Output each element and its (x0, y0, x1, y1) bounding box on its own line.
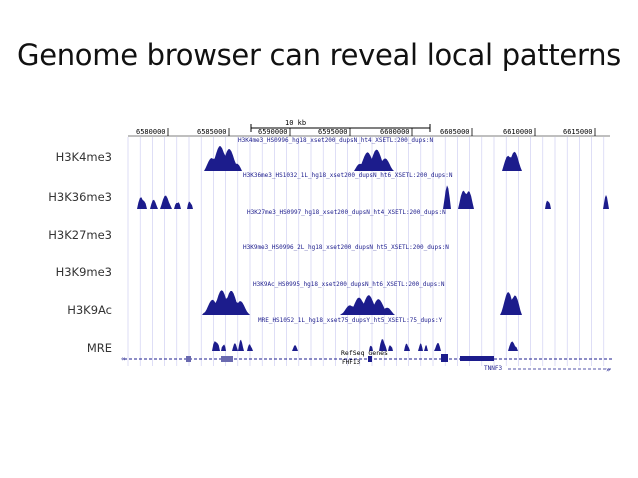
ruler-tick-label: 6600000 (380, 128, 410, 136)
track-caption: H3K9Ac_HS0995_hg18_xset200_dupsN_ht6_XSE… (253, 281, 445, 288)
signal-peak (202, 290, 250, 315)
signal-peak (502, 151, 522, 171)
signal-peak (160, 195, 172, 209)
track-caption: MRE_HS1052_1L_hg18_xset75_dupsY_ht5_XSET… (258, 317, 443, 324)
ruler-tick-label: 6595000 (318, 128, 348, 136)
signal-peak (388, 345, 393, 351)
signal-peak (340, 295, 395, 315)
signal-peak (404, 343, 410, 351)
signal-peak (221, 344, 226, 351)
signal-peak (238, 339, 244, 351)
signal-peak (434, 343, 441, 351)
signal-peak (500, 292, 522, 315)
track-label-h3k36me3: H3K36me3 (48, 190, 112, 204)
ruler-tick-label: 6615000 (563, 128, 593, 136)
scale-label: 10 kb (285, 119, 306, 127)
track-label-h3k27me3: H3K27me3 (48, 228, 112, 242)
ruler-tick-label: 6605000 (440, 128, 470, 136)
gene-name: TNNF3 (484, 365, 502, 372)
slide-title: Genome browser can reveal local patterns (17, 38, 621, 72)
signal-peak (443, 185, 451, 209)
signal-peak (418, 343, 423, 351)
gene-name: FHF13 (342, 359, 360, 366)
signal-peak (508, 341, 518, 351)
signal-peak (212, 341, 220, 351)
signal-peak (369, 345, 373, 351)
ruler-tick-label: 6610000 (503, 128, 533, 136)
ruler-tick-label: 6590000 (258, 128, 288, 136)
signal-peak (187, 201, 193, 209)
track-caption: H3K4me3_HS0996_hg18_xset200_dupsN_ht4_XS… (238, 137, 433, 144)
track-caption: H3K27me3_HS0997_hg18_xset200_dupsN_ht4_X… (247, 209, 446, 216)
signal-peaks (137, 146, 609, 351)
signal-peak (204, 146, 242, 171)
signal-peak (379, 339, 387, 351)
track-label-h3k4me3: H3K4me3 (55, 150, 112, 164)
track-caption: H3K9me3_HS0996_2L_hg18_xset200_dupsN_ht5… (243, 244, 449, 251)
grid-lines (127, 137, 605, 366)
track-caption: H3K36me3_HS1032_1L_hg18_xset200_dupsN_ht… (243, 172, 453, 179)
signal-peak (424, 345, 428, 351)
signal-peak (174, 202, 181, 209)
position-ruler: 6580000 6585000 6590000 6595000 6600000 … (128, 128, 610, 137)
ruler-tick-label: 6585000 (197, 128, 227, 136)
scale-bar: 10 kb (250, 119, 431, 132)
signal-peak (150, 199, 158, 209)
signal-peak (232, 343, 238, 351)
signal-peak (354, 149, 394, 171)
left-arrow-icon: « (121, 355, 125, 363)
ruler-tick-label: 6580000 (136, 128, 166, 136)
right-arrow-icon: » (606, 366, 610, 374)
track-label-mre: MRE (86, 341, 112, 355)
signal-peak (247, 344, 253, 351)
signal-peak (458, 190, 474, 209)
track-label-h3k9ac: H3K9Ac (67, 303, 112, 317)
signal-peak (603, 195, 609, 209)
track-label-h3k9me3: H3K9me3 (55, 265, 112, 279)
gene-track-label: RefSeq Genes (341, 349, 388, 357)
signal-peak (292, 345, 298, 351)
gene-track: RefSeq Genes FHF13 TNNF3 « » (121, 349, 614, 374)
signal-peak (137, 197, 147, 209)
signal-peak (545, 200, 551, 209)
